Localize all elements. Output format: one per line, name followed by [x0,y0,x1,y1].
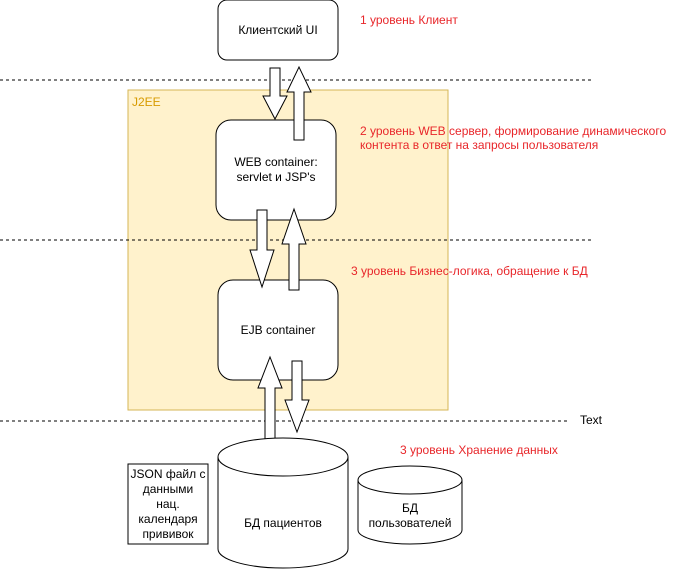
level-2-label-line2: контента в ответ на запросы пользователя [360,138,599,152]
db-patients-cylinder [217,437,349,569]
db-users-label: БД пользователей [368,501,452,530]
json-file-label: JSON файл с данными нац. календаря приви… [130,466,206,541]
arrow-ejb-to-web [281,207,307,291]
level-1-label: 1 уровень Клиент [360,13,458,27]
arrow-web-to-ejb [249,209,275,289]
ejb-container-label: EJB container [240,322,316,337]
db-patients-label: БД пациентов [244,515,322,530]
web-container-box [215,119,337,221]
level-3-label: 3 уровень Бизнес-логика, обращение к БД [351,264,588,278]
level-4-label: 3 уровень Хранение данных [400,443,558,457]
arrow-db-to-ejb [257,355,283,441]
j2ee-label: J2EE [132,95,161,109]
arrow-ejb-to-db [284,360,310,434]
level-2-label-line1: 2 уровень WEB сервер, формирование динам… [360,124,667,138]
client-ui-box [217,0,339,61]
arrow-client-to-web [262,67,288,121]
separator-text-label: Text [580,413,603,427]
arrow-web-to-client [286,65,312,141]
client-ui-label: Клиентский UI [238,22,318,37]
web-container-label: WEB container: servlet и JSP's [234,155,318,184]
json-file-box [127,463,209,545]
db-users-cylinder [357,465,463,545]
